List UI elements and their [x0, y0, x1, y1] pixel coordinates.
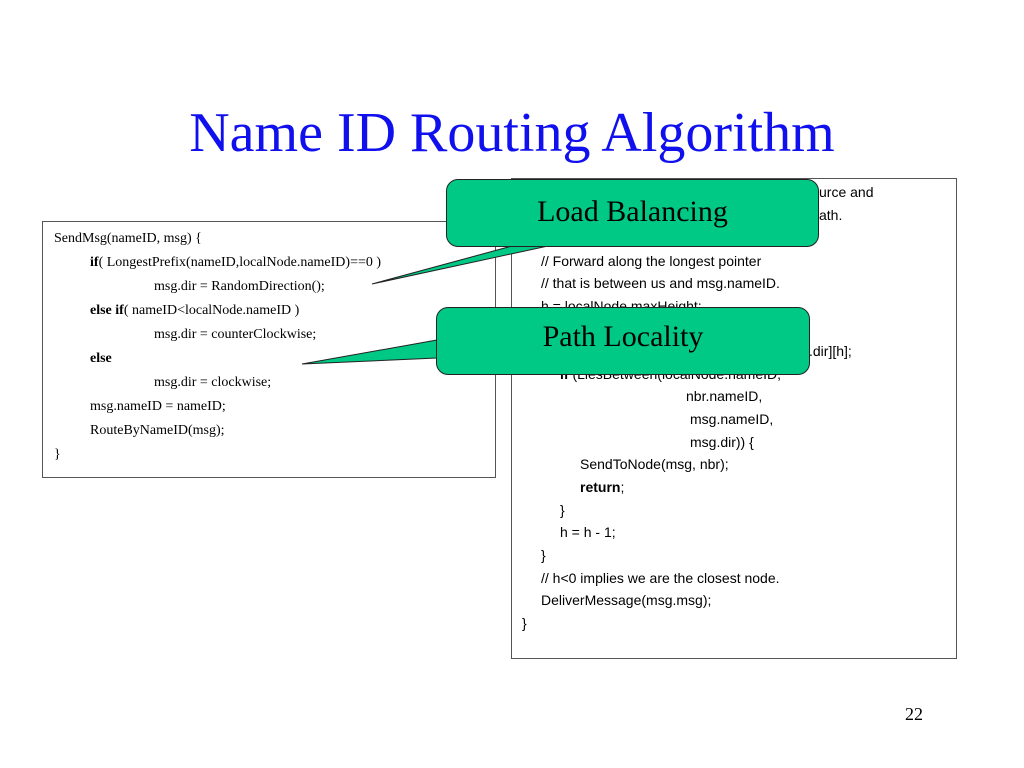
code-text: SendMsg(nameID, msg) { — [54, 231, 202, 246]
code-text: nbr.nameID, — [686, 388, 763, 404]
code-line: // h<0 implies we are the closest node. — [541, 567, 780, 590]
routebynameid-code-box: urce and ath. // Forward along the longe… — [511, 178, 957, 659]
code-text: SendToNode(msg, nbr); — [580, 456, 729, 472]
code-text: } — [54, 447, 61, 462]
keyword: if — [90, 255, 99, 270]
code-line: RouteByNameID(msg); — [90, 419, 225, 443]
code-text: msg.dir = RandomDirection(); — [154, 279, 325, 294]
code-line: msg.dir)) { — [690, 431, 754, 454]
code-line: } — [522, 612, 527, 635]
code-text: ath. — [819, 207, 843, 223]
code-line: } — [541, 544, 546, 567]
code-line: else if( nameID<localNode.nameID ) — [90, 299, 299, 323]
code-line: return; — [580, 476, 624, 499]
code-text: h = h - 1; — [560, 524, 616, 540]
code-text: msg.dir)) { — [690, 434, 754, 450]
slide-title: Name ID Routing Algorithm — [189, 102, 835, 164]
keyword: else — [90, 351, 112, 366]
code-line: SendToNode(msg, nbr); — [580, 453, 729, 476]
code-text: } — [522, 615, 527, 631]
code-line: else — [90, 347, 112, 371]
path-locality-callout: Path Locality — [436, 307, 810, 375]
code-line: // Forward along the longest pointer — [541, 250, 761, 273]
code-text: } — [541, 547, 546, 563]
code-line: // that is between us and msg.nameID. — [541, 272, 780, 295]
code-line: msg.dir = clockwise; — [154, 371, 271, 395]
code-line: msg.dir = counterClockwise; — [154, 323, 316, 347]
code-line: ath. — [819, 204, 842, 227]
code-text: urce and — [819, 184, 874, 200]
code-text: .dir][h]; — [809, 343, 852, 359]
code-line: DeliverMessage(msg.msg); — [541, 589, 711, 612]
code-line: SendMsg(nameID, msg) { — [54, 227, 202, 251]
code-text: DeliverMessage(msg.msg); — [541, 592, 712, 608]
code-line: if( LongestPrefix(nameID,localNode.nameI… — [90, 251, 381, 275]
keyword: return — [580, 479, 621, 495]
code-line: .dir][h]; — [809, 340, 852, 363]
sendmsg-code-box: SendMsg(nameID, msg) { if( LongestPrefix… — [42, 221, 496, 478]
slide-number: 22 — [905, 704, 923, 724]
code-text: ( nameID<localNode.nameID ) — [123, 303, 300, 318]
code-text: // h<0 implies we are the closest node. — [541, 570, 780, 586]
code-text: ; — [620, 479, 625, 495]
code-line: } — [560, 499, 565, 522]
code-text: msg.nameID = nameID; — [90, 399, 226, 414]
code-line: msg.dir = RandomDirection(); — [154, 275, 325, 299]
keyword: else if — [90, 303, 124, 318]
code-text: // that is between us and msg.nameID. — [541, 275, 780, 291]
code-text: RouteByNameID(msg); — [90, 423, 225, 438]
code-line: } — [54, 443, 61, 467]
code-text: ( LongestPrefix(nameID,localNode.nameID)… — [98, 255, 382, 270]
code-line: nbr.nameID, — [686, 385, 762, 408]
load-balancing-callout: Load Balancing — [446, 179, 819, 247]
code-text: msg.dir = clockwise; — [154, 375, 272, 390]
code-line: msg.nameID, — [690, 408, 773, 431]
code-line: urce and — [819, 181, 873, 204]
code-text: msg.dir = counterClockwise; — [154, 327, 317, 342]
code-text: // Forward along the longest pointer — [541, 253, 762, 269]
code-line: msg.nameID = nameID; — [90, 395, 226, 419]
code-text: } — [560, 502, 565, 518]
code-text: msg.nameID, — [690, 411, 774, 427]
code-line: h = h - 1; — [560, 521, 616, 544]
